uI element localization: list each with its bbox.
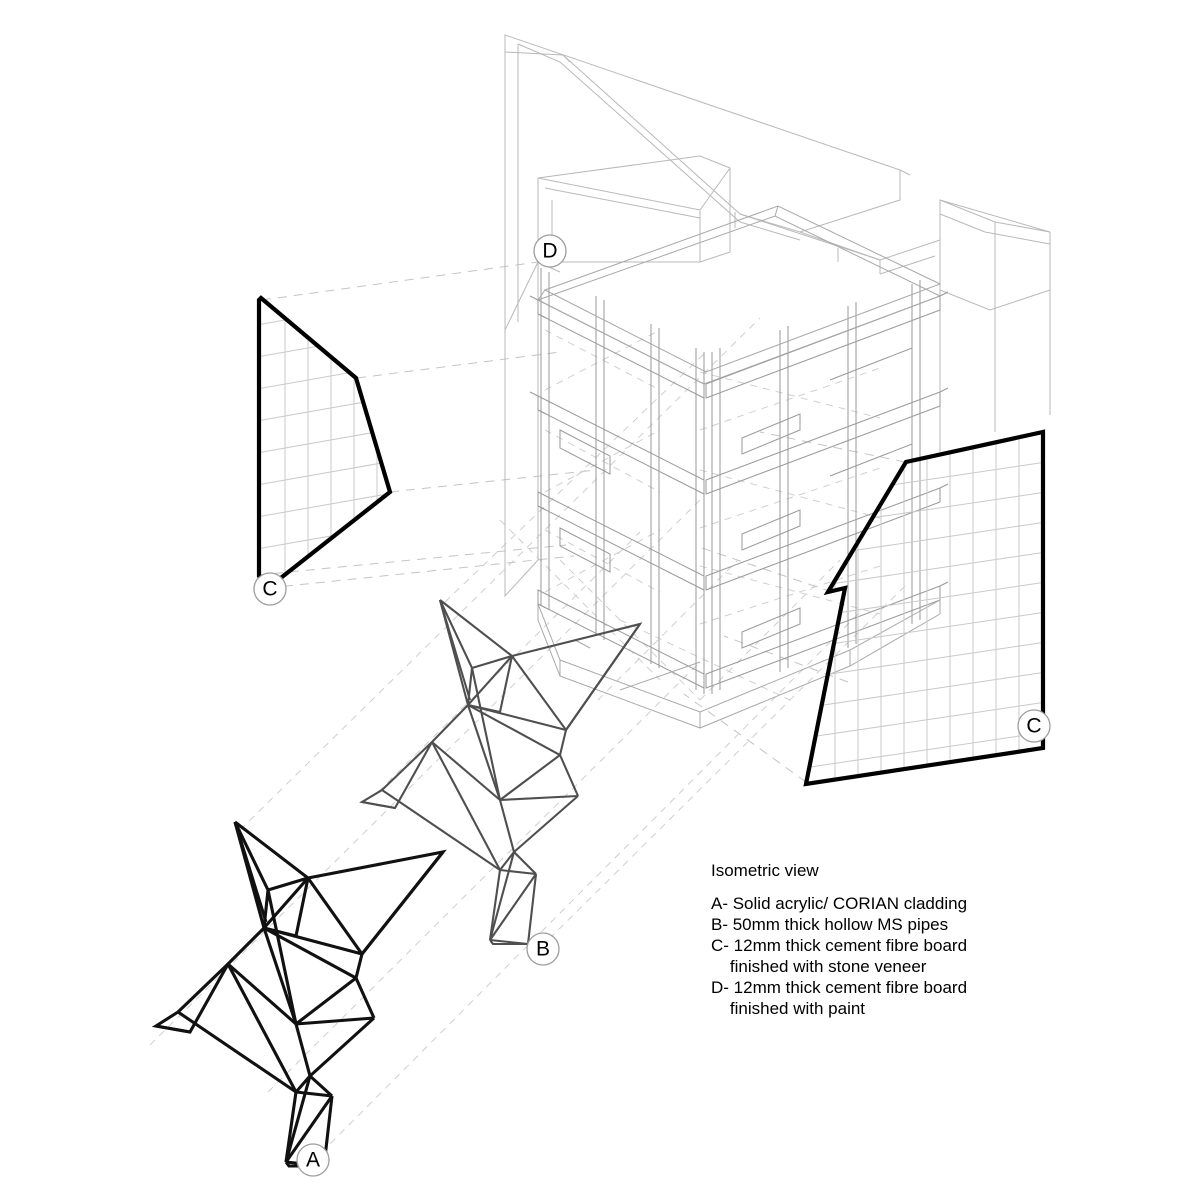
legend-item-d: D- 12mm thick cement fibre board <box>711 977 1011 998</box>
legend-item-c-cont: finished with stone veneer <box>711 956 1011 977</box>
legend-item-b-text: B- 50mm thick hollow MS pipes <box>711 914 949 934</box>
callout-c-left-label: C <box>262 578 277 601</box>
frame-left-floor-bands <box>529 295 705 689</box>
callout-c-left[interactable]: C <box>253 572 287 606</box>
callout-a[interactable]: A <box>296 1143 330 1177</box>
roof-slope <box>734 212 881 262</box>
facet-a-mesh <box>151 820 447 1168</box>
legend-item-a: A- Solid acrylic/ CORIAN cladding <box>711 893 1011 914</box>
legend: Isometric view A- Solid acrylic/ CORIAN … <box>711 862 1011 1019</box>
callout-d-label: D <box>542 240 557 263</box>
callout-c-right-label: C <box>1026 715 1041 738</box>
roof-parapet <box>504 34 911 330</box>
legend-item-c: C- 12mm thick cement fibre board <box>711 935 1011 956</box>
callout-d[interactable]: D <box>533 234 567 268</box>
callout-c-right[interactable]: C <box>1017 709 1051 743</box>
legend-item-d-cont-text: finished with paint <box>711 998 866 1018</box>
panel-c-left-projection <box>257 261 597 589</box>
legend-item-c-cont-text: finished with stone veneer <box>711 956 927 976</box>
frame-left-columns <box>540 268 705 694</box>
frame-base-plinth <box>537 599 941 729</box>
frame-infill-panels <box>559 347 913 649</box>
frame-top-slab <box>536 205 942 385</box>
legend-item-d-cont: finished with paint <box>711 998 1011 1019</box>
frame-cross-bracing <box>544 329 881 625</box>
callout-b-label: B <box>536 938 550 961</box>
facet-b-mesh <box>359 599 643 946</box>
right-upper-volume <box>939 199 1051 452</box>
legend-item-a-text: A- Solid acrylic/ CORIAN cladding <box>711 893 968 913</box>
legend-item-d-text: D- 12mm thick cement fibre board <box>711 977 968 997</box>
legend-title: Isometric view <box>711 861 819 880</box>
callout-a-label: A <box>306 1149 320 1172</box>
facet-explosion-axis <box>149 317 906 1163</box>
callout-b[interactable]: B <box>526 932 560 966</box>
panel-c-right-outline <box>803 429 1046 787</box>
legend-item-c-text: C- 12mm thick cement fibre board <box>711 935 968 955</box>
frame-right-columns <box>711 280 921 694</box>
legend-item-b: B- 50mm thick hollow MS pipes <box>711 914 1011 935</box>
